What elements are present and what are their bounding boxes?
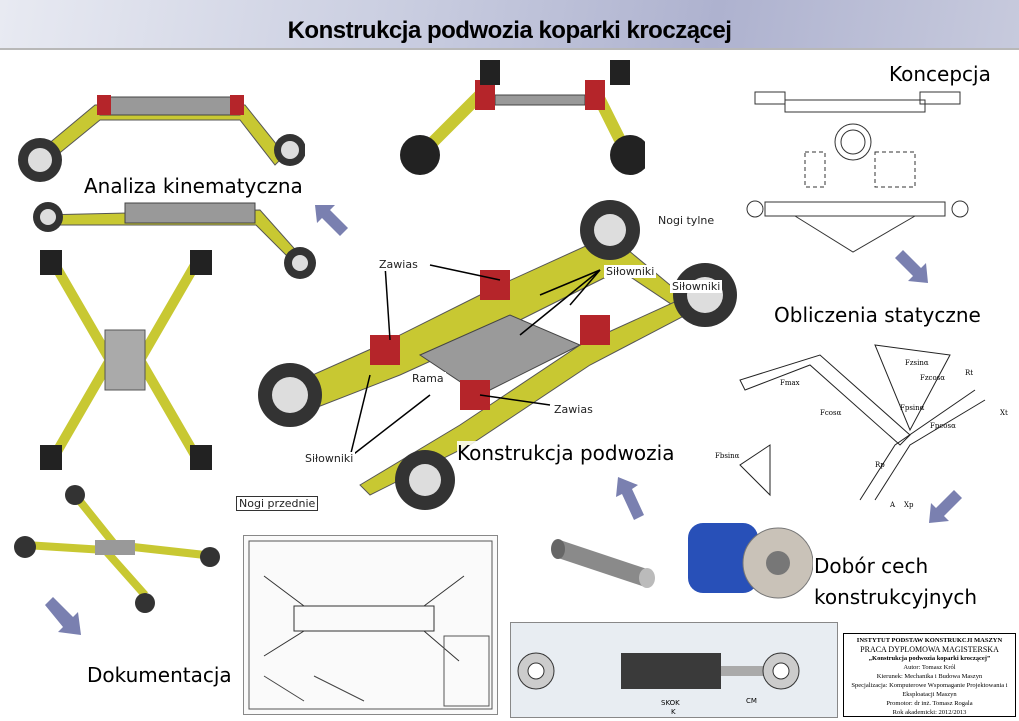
arrow-icon	[895, 250, 928, 283]
page-title: Konstrukcja podwozia koparki kroczącej	[287, 17, 732, 44]
callout-zawias-bottom: Zawias	[552, 403, 595, 416]
svg-text:Rt: Rt	[965, 369, 973, 377]
svg-text:Fpsinα: Fpsinα	[900, 404, 925, 412]
callout-silowniki-2: Siłowniki	[670, 280, 723, 293]
thesis-info-box: INSTYTUT PODSTAW KONSTRUKCJI MASZYN PRAC…	[843, 633, 1016, 717]
info-thesis-title: „Konstrukcja podwozia koparki kroczącej”	[868, 655, 991, 662]
info-type: PRACA DYPLOMOWA MAGISTERSKA	[860, 645, 999, 654]
callout-nogi-tylne: Nogi tylne	[656, 214, 717, 227]
info-author: Autor: Tomasz Król	[903, 664, 956, 671]
svg-text:Xt: Xt	[1000, 409, 1008, 417]
svg-text:CM: CM	[746, 697, 757, 705]
leg-model-side-view-2	[33, 202, 316, 279]
svg-text:Fmax: Fmax	[780, 379, 800, 387]
arrow-icon	[315, 205, 348, 236]
arrow-icon	[929, 490, 962, 523]
info-promoter: Promotor: dr inż. Tomasz Rogala	[886, 700, 973, 707]
svg-text:Fzsinα: Fzsinα	[905, 359, 929, 367]
top-view-model	[40, 250, 212, 470]
callout-zawias-top: Zawias	[377, 258, 420, 271]
callout-rama: Rama	[410, 372, 446, 385]
svg-text:Rp: Rp	[875, 461, 885, 469]
walking-model-perspective	[14, 485, 220, 613]
leg-model-side-view	[18, 95, 305, 182]
section-analiza-kinematyczna: Analiza kinematyczna	[84, 174, 303, 198]
svg-text:Fcosα: Fcosα	[820, 409, 842, 417]
svg-text:Fpcosα: Fpcosα	[930, 422, 956, 430]
section-dobor-cech-line1: Dobór cech	[814, 554, 929, 578]
section-dokumentacja: Dokumentacja	[87, 663, 232, 687]
front-view-model	[400, 60, 645, 175]
info-field: Kierunek: Mechanika i Budowa Maszyn	[876, 673, 983, 680]
pin-part	[551, 539, 655, 588]
section-koncepcja: Koncepcja	[889, 62, 991, 86]
callout-silowniki-3: Siłowniki	[303, 452, 356, 465]
svg-text:K: K	[671, 708, 676, 716]
svg-text:SKOK: SKOK	[661, 699, 680, 707]
arrow-icon	[45, 597, 81, 635]
info-year: Rok akademicki: 2012/2013	[892, 709, 967, 716]
section-obliczenia-statyczne: Obliczenia statyczne	[774, 303, 981, 327]
technical-drawing-sheet	[243, 535, 498, 715]
callout-silowniki-1: Siłowniki	[604, 265, 657, 278]
arrow-icon	[616, 477, 644, 520]
svg-text:A: A	[889, 501, 896, 509]
section-dobor-cech-line2: konstrukcyjnych	[814, 585, 978, 609]
title-bar: Konstrukcja podwozia koparki kroczącej	[0, 0, 1019, 50]
callout-nogi-przednie: Nogi przednie	[236, 496, 319, 511]
info-institute: INSTYTUT PODSTAW KONSTRUKCJI MASZYN	[856, 637, 1003, 644]
svg-text:Fzcosα: Fzcosα	[920, 374, 945, 382]
svg-text:Fbsinα: Fbsinα	[715, 452, 740, 460]
hydraulic-motor-part	[688, 523, 813, 599]
section-konstrukcja-podwozia: Konstrukcja podwozia	[457, 441, 675, 465]
concept-sketch	[746, 91, 969, 253]
svg-text:Xp: Xp	[904, 501, 914, 509]
info-specialization: Specjalizacja: Komputerowe Wspomaganie P…	[851, 682, 1008, 698]
chassis-model	[258, 200, 737, 510]
